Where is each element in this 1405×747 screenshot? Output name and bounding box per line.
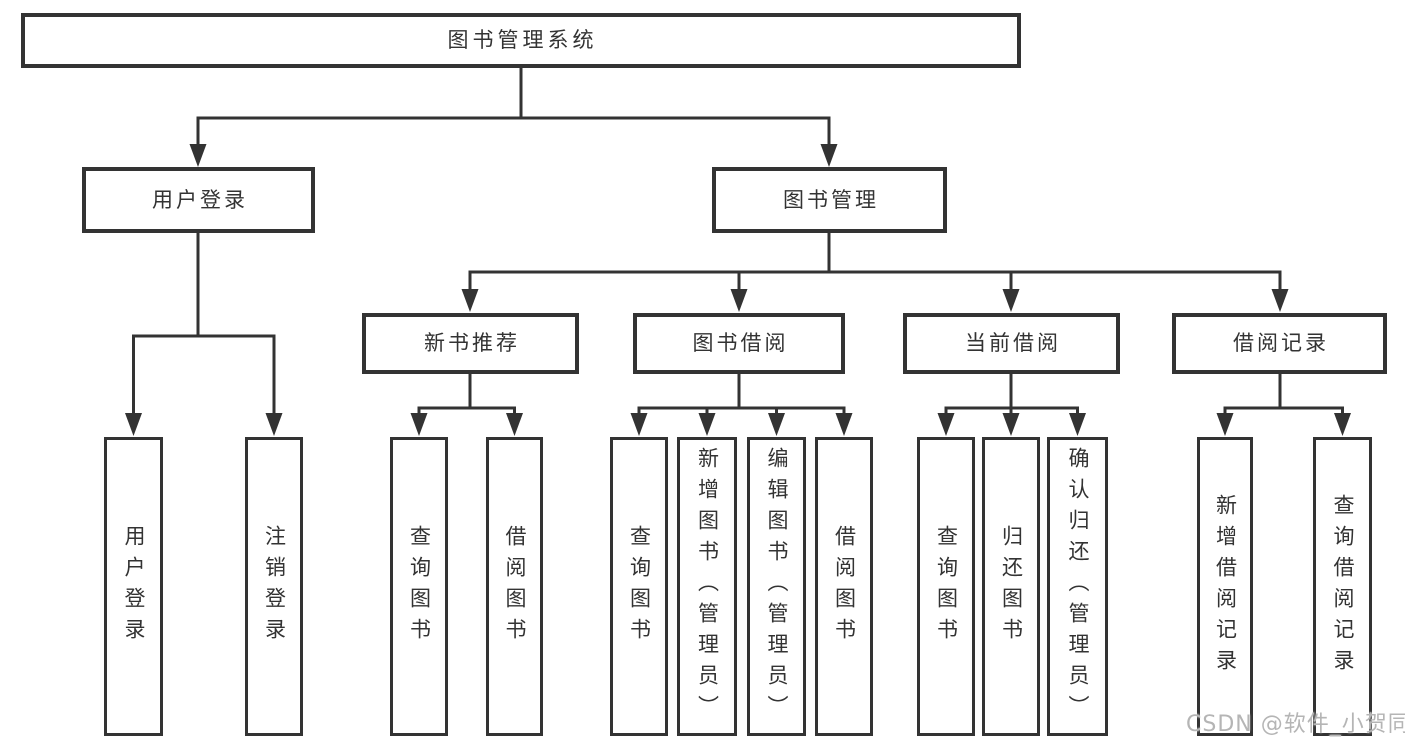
leaf-logout: 注销登录 <box>245 437 303 736</box>
node-book-management: 图书管理 <box>712 167 947 233</box>
node-user-login: 用户登录 <box>82 167 315 233</box>
leaf-query-books-recommend: 查询图书 <box>390 437 448 736</box>
leaf-query-books-borrow: 查询图书 <box>610 437 668 736</box>
node-book-borrow: 图书借阅 <box>633 313 845 374</box>
node-label: 查询图书 <box>407 524 432 649</box>
node-label: 借阅记录 <box>1233 331 1329 355</box>
leaf-query-books-current: 查询图书 <box>917 437 975 736</box>
node-label: 用户登录 <box>152 187 248 212</box>
node-new-book-recommend: 新书推荐 <box>362 313 579 374</box>
node-label: 图书借阅 <box>692 331 789 355</box>
node-label: 借阅图书 <box>503 524 527 649</box>
node-current-borrow: 当前借阅 <box>903 313 1120 374</box>
node-label: 查询借阅记录 <box>1331 493 1355 680</box>
node-label: 新增借阅记录 <box>1213 493 1238 680</box>
node-label: 图书管理系统 <box>447 28 598 52</box>
node-label: 归还图书 <box>999 524 1024 649</box>
leaf-add-borrow-record: 新增借阅记录 <box>1197 437 1253 736</box>
node-label: 图书管理 <box>783 187 879 212</box>
leaf-query-borrow-record: 查询借阅记录 <box>1313 437 1372 736</box>
csdn-watermark: CSDN @软件_小贺同学 <box>1186 712 1405 737</box>
node-label: 查询图书 <box>934 524 959 649</box>
node-label: 用户登录 <box>122 524 146 649</box>
node-library-management-system: 图书管理系统 <box>21 13 1021 68</box>
node-label: 当前借阅 <box>965 331 1061 355</box>
leaf-confirm-return-admin: 确认归还（管理员） <box>1047 437 1108 736</box>
node-label: 注销登录 <box>262 524 287 649</box>
leaf-borrow-books-recommend: 借阅图书 <box>486 437 543 736</box>
node-label: 查询图书 <box>627 524 652 649</box>
leaf-edit-book-admin: 编辑图书（管理员） <box>747 437 806 736</box>
leaf-user-login: 用户登录 <box>104 437 163 736</box>
node-label: 新书推荐 <box>424 331 520 355</box>
node-label: 新增图书（管理员） <box>695 447 720 726</box>
node-label: 借阅图书 <box>832 524 857 649</box>
node-borrow-records: 借阅记录 <box>1172 313 1387 374</box>
leaf-borrow-books: 借阅图书 <box>815 437 873 736</box>
leaf-add-book-admin: 新增图书（管理员） <box>677 437 737 736</box>
leaf-return-books: 归还图书 <box>982 437 1040 736</box>
node-label: 编辑图书（管理员） <box>765 447 789 726</box>
node-label: 确认归还（管理员） <box>1066 447 1090 726</box>
